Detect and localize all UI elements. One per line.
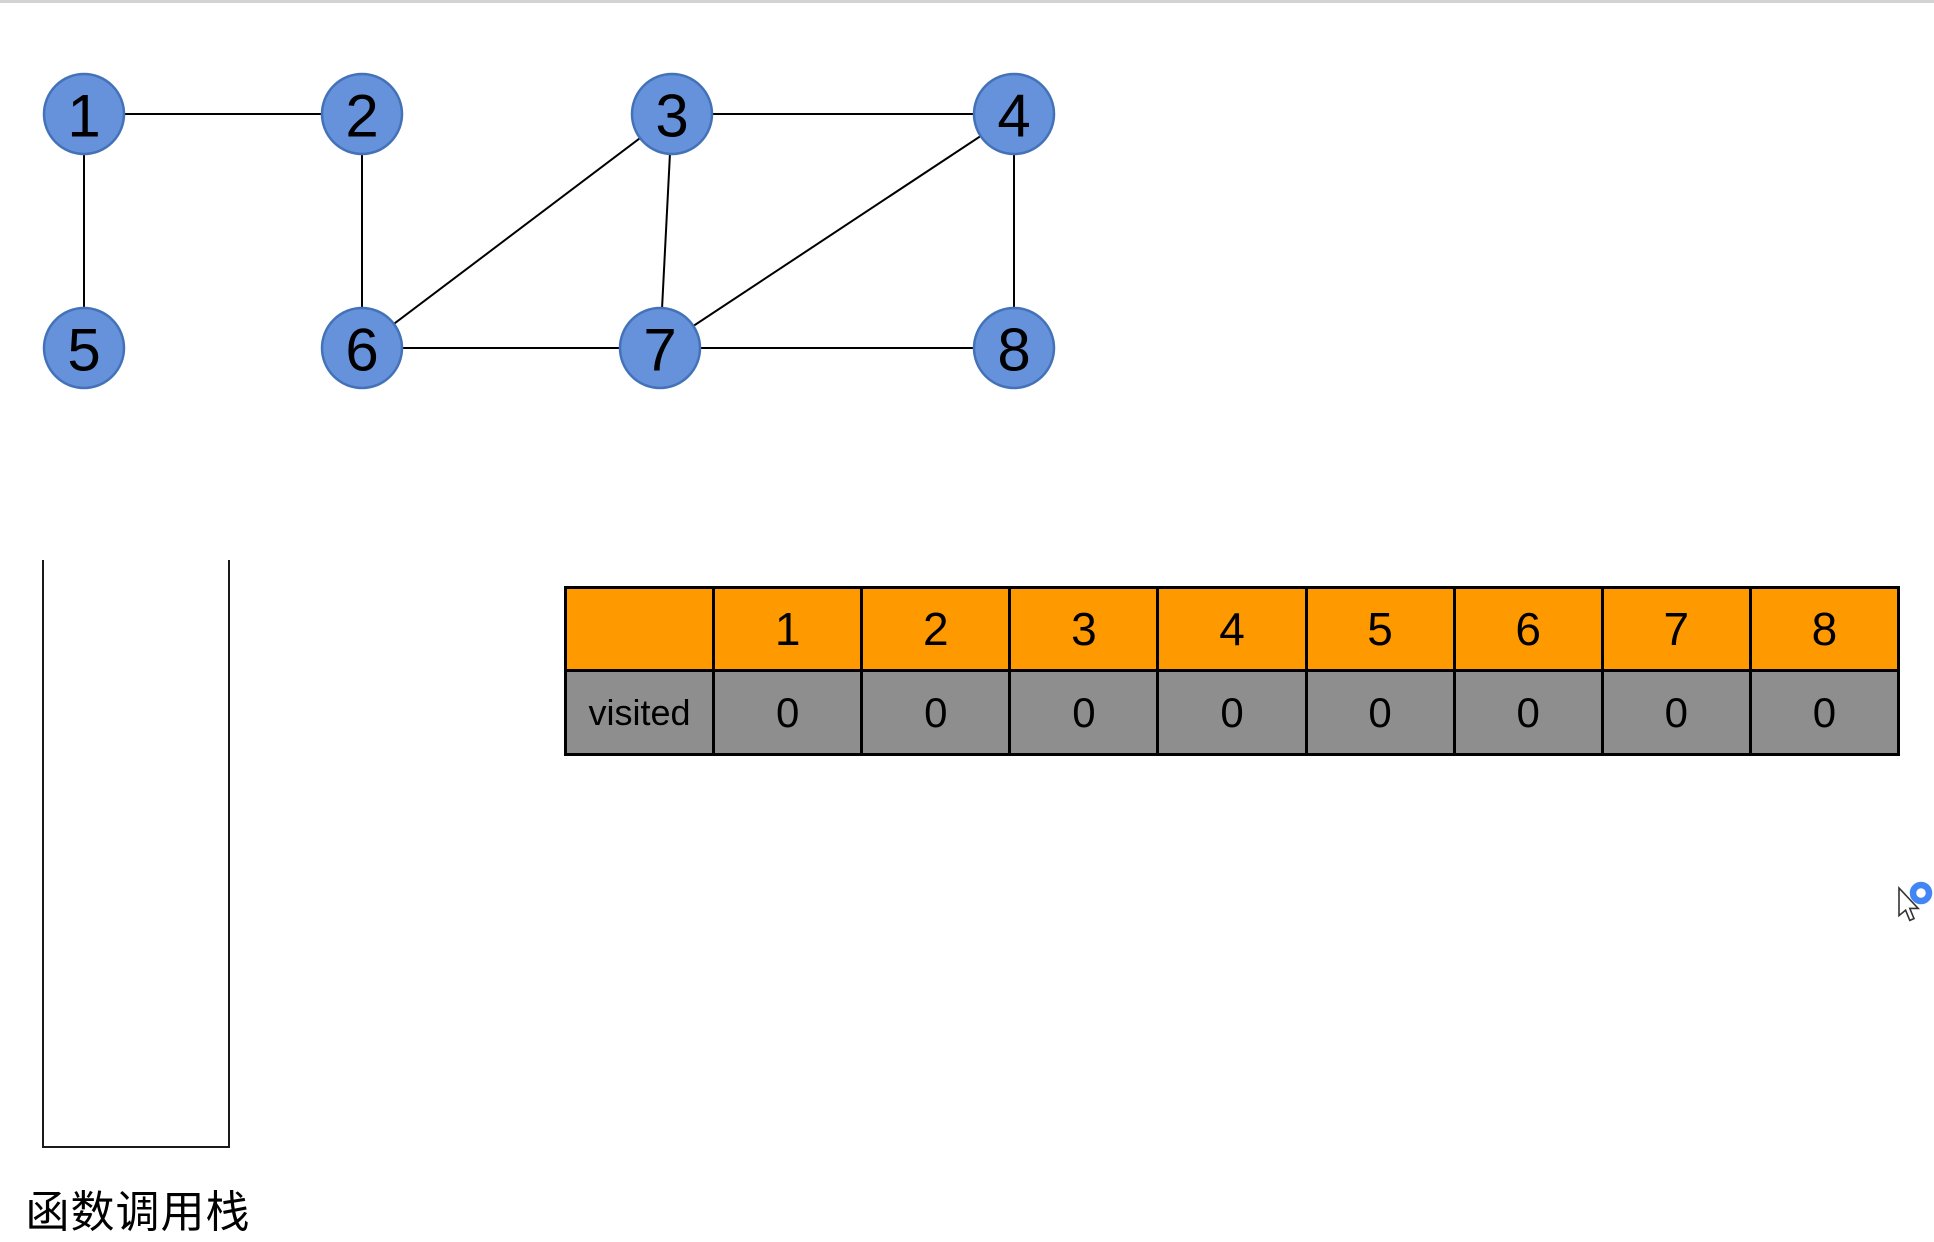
graph-node-2 xyxy=(320,72,404,156)
visited-table-header-3: 3 xyxy=(1008,586,1160,672)
call-stack-box xyxy=(42,560,230,1148)
graph-node-label-4: 4 xyxy=(997,83,1030,150)
graph-node-label-8: 8 xyxy=(997,317,1030,384)
graph-node-label-6: 6 xyxy=(345,317,378,384)
visited-table-header-2: 2 xyxy=(860,586,1012,672)
visited-value-1: 0 xyxy=(712,669,864,756)
graph-edge-4-7 xyxy=(659,113,1015,349)
graph-node-4 xyxy=(972,72,1056,156)
graph-node-7 xyxy=(618,306,702,390)
visited-table-header-6: 6 xyxy=(1452,586,1604,672)
visited-row-label: visited xyxy=(563,669,716,756)
mouse-cursor xyxy=(1898,881,1933,922)
visited-table-header-1: 1 xyxy=(712,586,864,672)
visited-value-5: 0 xyxy=(1304,669,1456,756)
window-top-edge xyxy=(0,0,1934,3)
graph-node-label-3: 3 xyxy=(655,83,688,150)
graph-node-label-5: 5 xyxy=(67,317,100,384)
visited-table-header-5: 5 xyxy=(1304,586,1456,672)
graph-node-label-2: 2 xyxy=(345,83,378,150)
visited-value-8: 0 xyxy=(1748,669,1901,756)
visited-table-header-7: 7 xyxy=(1600,586,1752,672)
graph-node-label-1: 1 xyxy=(67,83,100,150)
visited-value-2: 0 xyxy=(860,669,1012,756)
visited-value-3: 0 xyxy=(1008,669,1160,756)
visited-value-4: 0 xyxy=(1156,669,1308,756)
click-ring-icon xyxy=(1909,881,1933,905)
visited-table-corner-cell xyxy=(563,586,716,672)
visited-value-6: 0 xyxy=(1452,669,1604,756)
call-stack-label: 函数调用栈 xyxy=(25,1188,251,1237)
cursor-arrow-icon xyxy=(1898,885,1921,922)
graph-node-8 xyxy=(972,306,1056,390)
visited-table-header-4: 4 xyxy=(1156,586,1308,672)
visited-value-7: 0 xyxy=(1600,669,1752,756)
graph-node-1 xyxy=(42,72,126,156)
graph-diagram: 1 2 3 4 5 6 7 8 xyxy=(42,72,1056,390)
graph-node-3 xyxy=(630,72,714,156)
graph-edge-3-6 xyxy=(361,113,673,349)
graph-node-label-7: 7 xyxy=(643,317,676,384)
visited-table-header-8: 8 xyxy=(1748,586,1901,672)
graph-node-5 xyxy=(42,306,126,390)
graph-node-6 xyxy=(320,306,404,390)
